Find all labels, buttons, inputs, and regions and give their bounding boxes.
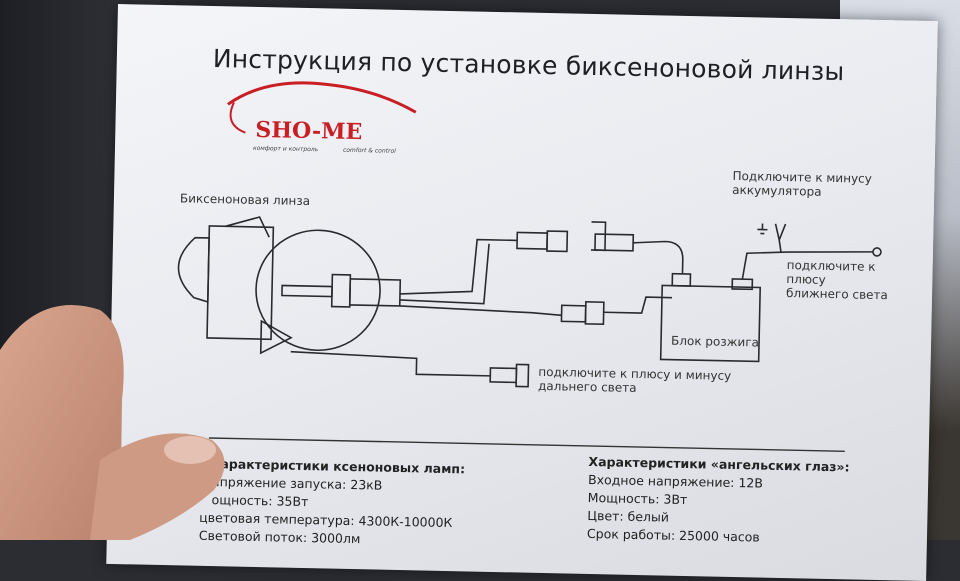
angel-spec-power: Мощность: 3Вт xyxy=(587,489,688,508)
instruction-sheet: Инструкция по установке биксеноновой лин… xyxy=(106,4,938,581)
lens-dome xyxy=(177,236,210,304)
lens-reflector xyxy=(255,229,381,352)
wiring-diagram xyxy=(177,216,882,388)
angel-spec-color: Цвет: белый xyxy=(587,507,670,525)
lens-housing xyxy=(206,225,275,341)
ballast-box xyxy=(659,284,762,363)
specs-divider xyxy=(208,437,845,453)
hand-thumb xyxy=(0,305,225,540)
logo-car-swoosh xyxy=(227,81,417,134)
